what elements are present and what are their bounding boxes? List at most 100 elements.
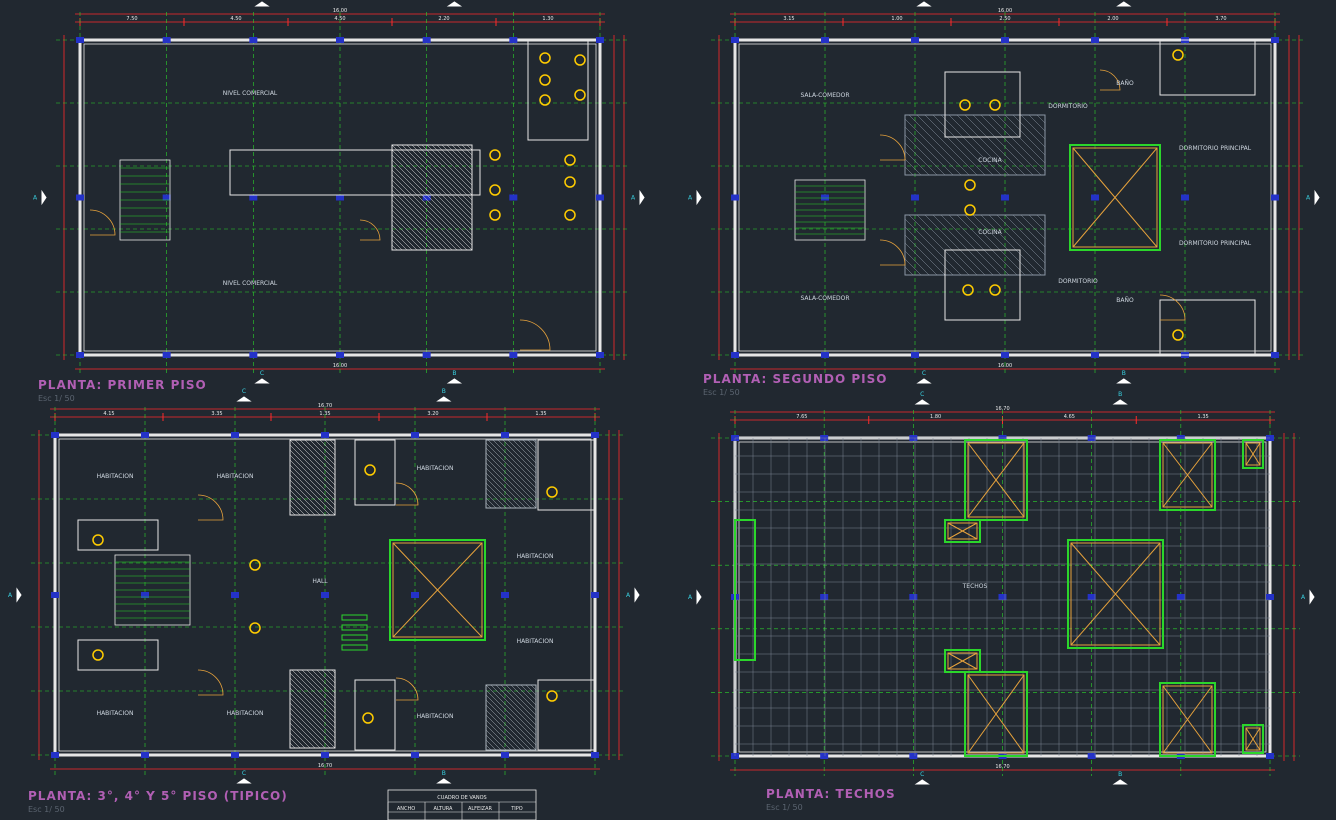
axis-label: C bbox=[920, 771, 924, 778]
axis-marker: B bbox=[1112, 391, 1128, 405]
door-swing bbox=[359, 219, 381, 241]
room-label: DORMITORIO bbox=[1058, 278, 1098, 285]
dimension-text: 7.65 bbox=[796, 414, 807, 420]
bathroom bbox=[537, 679, 596, 751]
structural-column bbox=[1091, 194, 1099, 201]
shaft-opening bbox=[964, 439, 1028, 521]
structural-column bbox=[76, 194, 84, 201]
structural-column bbox=[821, 352, 829, 358]
table-header: ANCHO bbox=[397, 806, 415, 812]
structural-column bbox=[336, 352, 344, 358]
plan-title-segundo-piso: PLANTA: SEGUNDO PISO bbox=[703, 372, 888, 386]
structural-column bbox=[1091, 37, 1099, 43]
axis-label: C bbox=[242, 388, 246, 395]
structural-column bbox=[1001, 352, 1009, 358]
structural-column bbox=[141, 592, 149, 598]
room-label: DORMITORIO PRINCIPAL bbox=[1179, 240, 1252, 247]
structural-column bbox=[509, 37, 518, 43]
toilet-fixture bbox=[489, 149, 501, 161]
axis-label: B bbox=[1118, 771, 1122, 778]
toilet-fixture bbox=[539, 74, 551, 86]
structural-column bbox=[422, 194, 431, 201]
shaft-opening bbox=[944, 649, 981, 673]
axis-label: A bbox=[631, 195, 636, 202]
room-label: HABITACION bbox=[417, 465, 454, 472]
mailbox bbox=[341, 624, 368, 631]
structural-column bbox=[509, 194, 518, 201]
structural-column bbox=[911, 194, 919, 201]
toilet-fixture bbox=[92, 534, 104, 546]
axis-label: C bbox=[242, 770, 246, 777]
table-header: ALTURA bbox=[434, 806, 454, 812]
shaft-opening bbox=[1242, 439, 1264, 469]
structural-column bbox=[422, 352, 431, 358]
toilet-fixture bbox=[564, 209, 576, 221]
axis-marker: C bbox=[914, 391, 930, 405]
structural-column bbox=[249, 194, 258, 201]
room-label: HABITACION bbox=[97, 473, 134, 480]
door-swing bbox=[1159, 294, 1186, 321]
structural-column bbox=[321, 752, 329, 758]
axis-label: A bbox=[1306, 195, 1311, 202]
structural-column bbox=[1087, 753, 1096, 759]
axis-label: A bbox=[1301, 594, 1306, 601]
structural-column bbox=[909, 594, 918, 600]
axis-label: B bbox=[442, 388, 446, 395]
room-label: DORMITORIO PRINCIPAL bbox=[1179, 145, 1252, 152]
room-label: COCINA bbox=[978, 157, 1002, 164]
toilet-fixture bbox=[489, 184, 501, 196]
axis-marker: C bbox=[254, 1, 270, 7]
axis-marker: A bbox=[688, 189, 702, 206]
room-label: NIVEL COMERCIAL bbox=[223, 90, 278, 97]
dimension-text: 7.50 bbox=[126, 16, 137, 22]
structural-column bbox=[141, 432, 149, 438]
structural-column bbox=[1266, 594, 1274, 600]
bathroom bbox=[77, 519, 159, 551]
structural-column bbox=[501, 432, 509, 438]
axis-label: A bbox=[688, 195, 693, 202]
structural-column bbox=[1181, 194, 1189, 201]
door-swing bbox=[395, 677, 419, 701]
toilet-fixture bbox=[546, 486, 558, 498]
plan-scale-tipico: Esc 1/ 50 bbox=[28, 805, 65, 814]
structural-column bbox=[820, 594, 829, 600]
room-label: DORMITORIO bbox=[1048, 103, 1088, 110]
structural-column bbox=[596, 194, 604, 201]
bathroom bbox=[944, 71, 1021, 138]
structural-column bbox=[321, 592, 329, 598]
structural-column bbox=[411, 432, 419, 438]
bathroom bbox=[354, 439, 396, 506]
toilet-fixture bbox=[539, 52, 551, 64]
mailbox bbox=[341, 644, 368, 651]
toilet-fixture bbox=[92, 649, 104, 661]
bathroom bbox=[77, 639, 159, 671]
toilet-fixture bbox=[989, 99, 1001, 111]
plan-scale-techos: Esc 1/ 50 bbox=[766, 803, 803, 812]
structural-column bbox=[596, 37, 604, 43]
axis-marker: A bbox=[8, 587, 22, 603]
door-swing bbox=[197, 494, 224, 521]
structural-column bbox=[162, 194, 171, 201]
shaft-opening bbox=[389, 539, 486, 641]
axis-label: B bbox=[1122, 370, 1126, 377]
bathroom bbox=[537, 439, 596, 511]
axis-label: A bbox=[8, 592, 13, 599]
structural-column bbox=[998, 594, 1007, 600]
dimension-text: 3.15 bbox=[783, 16, 794, 22]
overall-dimension: 16.70 bbox=[995, 406, 1009, 412]
structural-column bbox=[1176, 594, 1185, 600]
toilet-fixture bbox=[964, 204, 976, 216]
room-label: HABITACION bbox=[517, 638, 554, 645]
dimension-text: 1.80 bbox=[930, 414, 941, 420]
structural-column bbox=[909, 753, 918, 759]
shaft-opening bbox=[1242, 724, 1264, 754]
structural-column bbox=[249, 37, 258, 43]
table-title: CUADRO DE VANOS bbox=[437, 795, 486, 801]
axis-label: B bbox=[1118, 391, 1122, 398]
axis-marker: B bbox=[446, 1, 463, 7]
toilet-fixture bbox=[959, 99, 971, 111]
mailbox bbox=[341, 634, 368, 641]
toilet-fixture bbox=[574, 54, 586, 66]
plan-title-techos: PLANTA: TECHOS bbox=[766, 787, 896, 801]
